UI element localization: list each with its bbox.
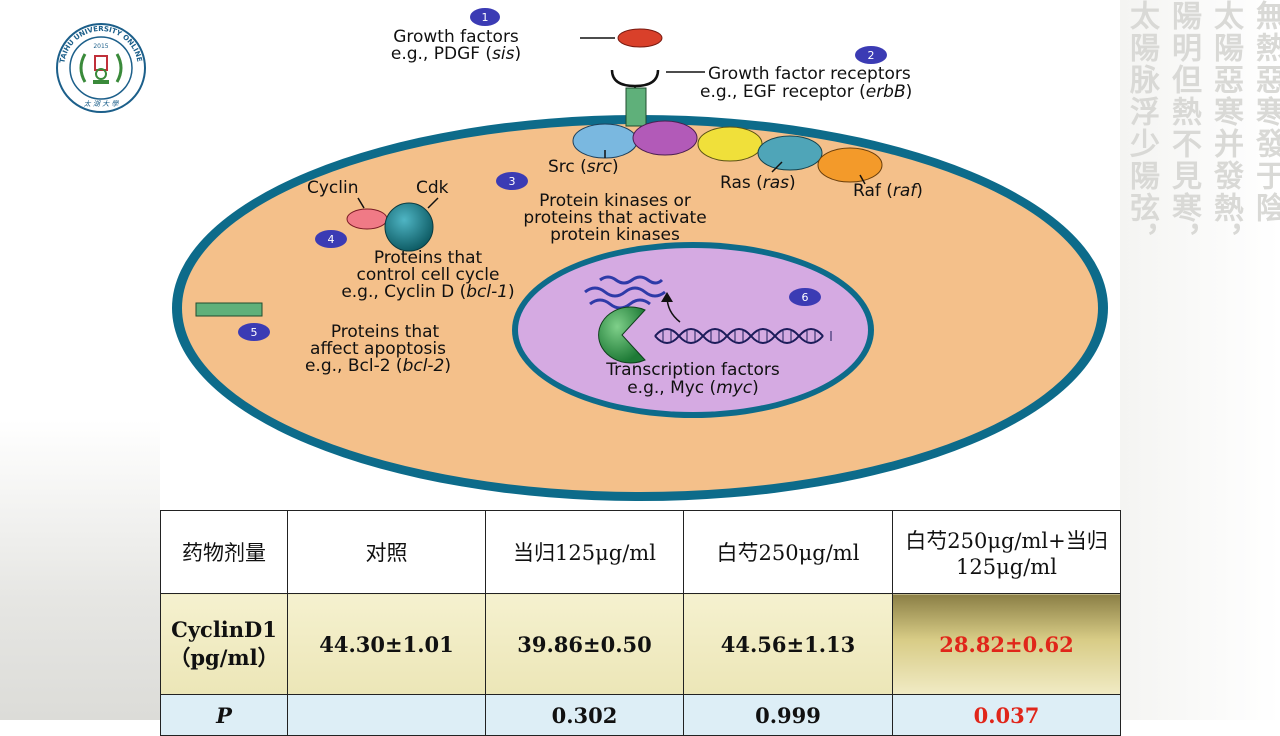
transcription-line-1: Transcription factors (605, 360, 780, 380)
yellow-protein (697, 126, 763, 162)
cyclin-label: Cyclin (307, 178, 359, 198)
svg-text:5: 5 (251, 326, 258, 339)
table-cell: 39.86±0.50 (485, 593, 684, 695)
header-danggui: 当归125μg/ml (485, 510, 684, 594)
growth-factors-title: Growth factors (393, 27, 519, 47)
table-header-row: 药物剂量 对照 当归125μg/ml 白芍250μg/ml 白芍250μg/ml… (160, 510, 1121, 594)
table-cell: 44.56±1.13 (683, 593, 893, 695)
kinases-line-2: proteins that activate (523, 208, 706, 228)
dna-helix (654, 328, 824, 344)
svg-text:3: 3 (509, 175, 516, 188)
kinases-line-1: Protein kinases or (539, 191, 691, 211)
cdk-protein (384, 202, 434, 252)
svg-text:太 湖 大 學: 太 湖 大 學 (84, 100, 120, 108)
table-row: CyclinD1（pg/ml） 44.30±1.01 39.86±0.50 44… (160, 593, 1121, 695)
step-badge-4: 4 (315, 230, 347, 248)
apoptosis-line-1: Proteins that (331, 322, 440, 342)
svg-text:1: 1 (482, 11, 489, 24)
background-decoration (1120, 0, 1280, 720)
calligraphy-watermark: 無熱惡寒發于陰 太陽惡寒并發熱， 陽明但熱不見寒， 太陽脉浮少陽弦， (1124, 0, 1280, 500)
table-row: P 0.302 0.999 0.037 (160, 694, 1121, 736)
svg-text:2015: 2015 (93, 43, 108, 50)
kinases-line-3: protein kinases (550, 225, 680, 245)
cyclin-protein (346, 208, 388, 230)
row-label: CyclinD1（pg/ml） (160, 593, 288, 695)
step-badge-5: 5 (238, 323, 270, 341)
cell-cycle-line-2: control cell cycle (357, 265, 500, 285)
header-combination: 白芍250μg/ml+当归125μg/ml (892, 510, 1121, 594)
receptors-title: Growth factor receptors (708, 64, 911, 84)
unlabeled-protein (632, 120, 698, 156)
cdk-label: Cdk (416, 178, 449, 198)
step-badge-1: 1 (470, 8, 500, 26)
svg-text:6: 6 (802, 291, 809, 304)
row-label: P (160, 694, 288, 736)
table-cell: 44.30±1.01 (287, 593, 486, 695)
table-cell (287, 694, 486, 736)
header-control: 对照 (287, 510, 486, 594)
step-badge-2: 2 (855, 46, 887, 64)
raf-protein (817, 147, 883, 183)
calligraphy-column: 太陽脉浮少陽弦， (1124, 0, 1159, 256)
cell-cycle-line-1: Proteins that (374, 248, 483, 268)
src-label: Src (src) (548, 157, 619, 177)
step-badge-6: 6 (789, 288, 821, 306)
table-cell: 0.302 (485, 694, 684, 736)
receptor-binding-site (610, 69, 660, 88)
growth-factor-ligand (617, 28, 663, 48)
calligraphy-column: 陽明但熱不見寒， (1166, 0, 1201, 256)
raf-label: Raf (raf) (853, 181, 923, 201)
cell-cycle-line-3: e.g., Cyclin D (bcl-1) (341, 282, 514, 302)
university-logo: TAIHU UNIVERSITY ONLINE 2015 太 湖 大 學 (56, 23, 146, 113)
ras-protein (757, 135, 823, 171)
growth-factors-example: e.g., PDGF (sis) (391, 44, 521, 64)
header-dose: 药物剂量 (160, 510, 288, 594)
calligraphy-column: 太陽惡寒并發熱， (1208, 0, 1243, 256)
receptor-transmembrane (625, 87, 647, 127)
bcl2-protein (195, 302, 263, 317)
calligraphy-column: 無熱惡寒發于陰 (1250, 0, 1280, 224)
svg-text:4: 4 (328, 233, 335, 246)
table-cell-highlight: 28.82±0.62 (892, 593, 1121, 695)
mrna-strand (584, 286, 666, 298)
ras-label: Ras (ras) (720, 173, 796, 193)
cyclin-d1-table: 药物剂量 对照 当归125μg/ml 白芍250μg/ml 白芍250μg/ml… (160, 510, 1121, 736)
table-cell-highlight: 0.037 (892, 694, 1121, 736)
transcription-factor-protein (598, 306, 646, 364)
background-photo (0, 420, 160, 720)
step-badge-3: 3 (496, 172, 528, 190)
table-cell: 0.999 (683, 694, 893, 736)
header-baishao: 白芍250μg/ml (683, 510, 893, 594)
apoptosis-line-2: affect apoptosis (310, 339, 446, 359)
apoptosis-line-3: e.g., Bcl-2 (bcl-2) (305, 356, 451, 376)
svg-text:2: 2 (868, 49, 875, 62)
receptors-example: e.g., EGF receptor (erbB) (700, 82, 912, 102)
oncogene-diagram: 1 2 3 4 5 6 Growth factors e.g., PDGF (s… (160, 0, 1120, 510)
transcription-line-2: e.g., Myc (myc) (627, 378, 759, 398)
